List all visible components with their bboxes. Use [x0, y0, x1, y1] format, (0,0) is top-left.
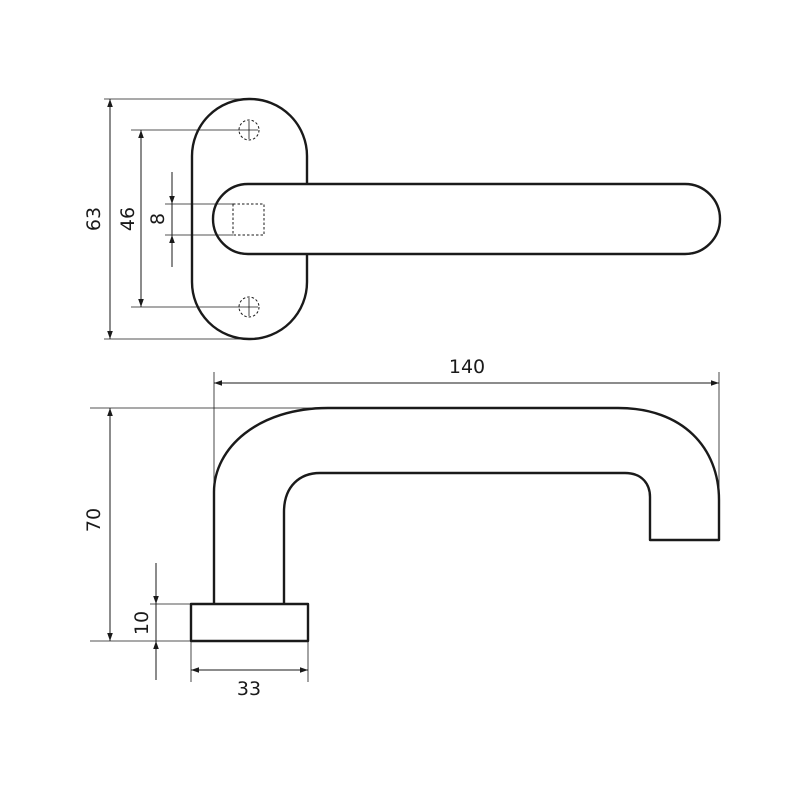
top-view: 63 46 8 [83, 97, 722, 341]
dim-label-spindle: 8 [147, 213, 169, 225]
dim-label-rose-width: 33 [237, 678, 261, 700]
dim-label-rose-thickness: 10 [131, 611, 153, 635]
dim-label-projection: 70 [83, 508, 105, 532]
dim-label-rose-height: 63 [83, 207, 105, 231]
screw-hole-top [238, 119, 260, 141]
dim-label-screw-spacing: 46 [117, 207, 139, 231]
side-view: 140 70 10 33 [83, 356, 721, 700]
screw-hole-bottom [238, 296, 260, 318]
dim-label-lever-length: 140 [449, 356, 485, 378]
square-spindle-hidden [232, 203, 265, 236]
lever-side-outline [212, 406, 721, 606]
rose-side-outline [189, 602, 310, 643]
lever-top-outline [211, 182, 722, 256]
